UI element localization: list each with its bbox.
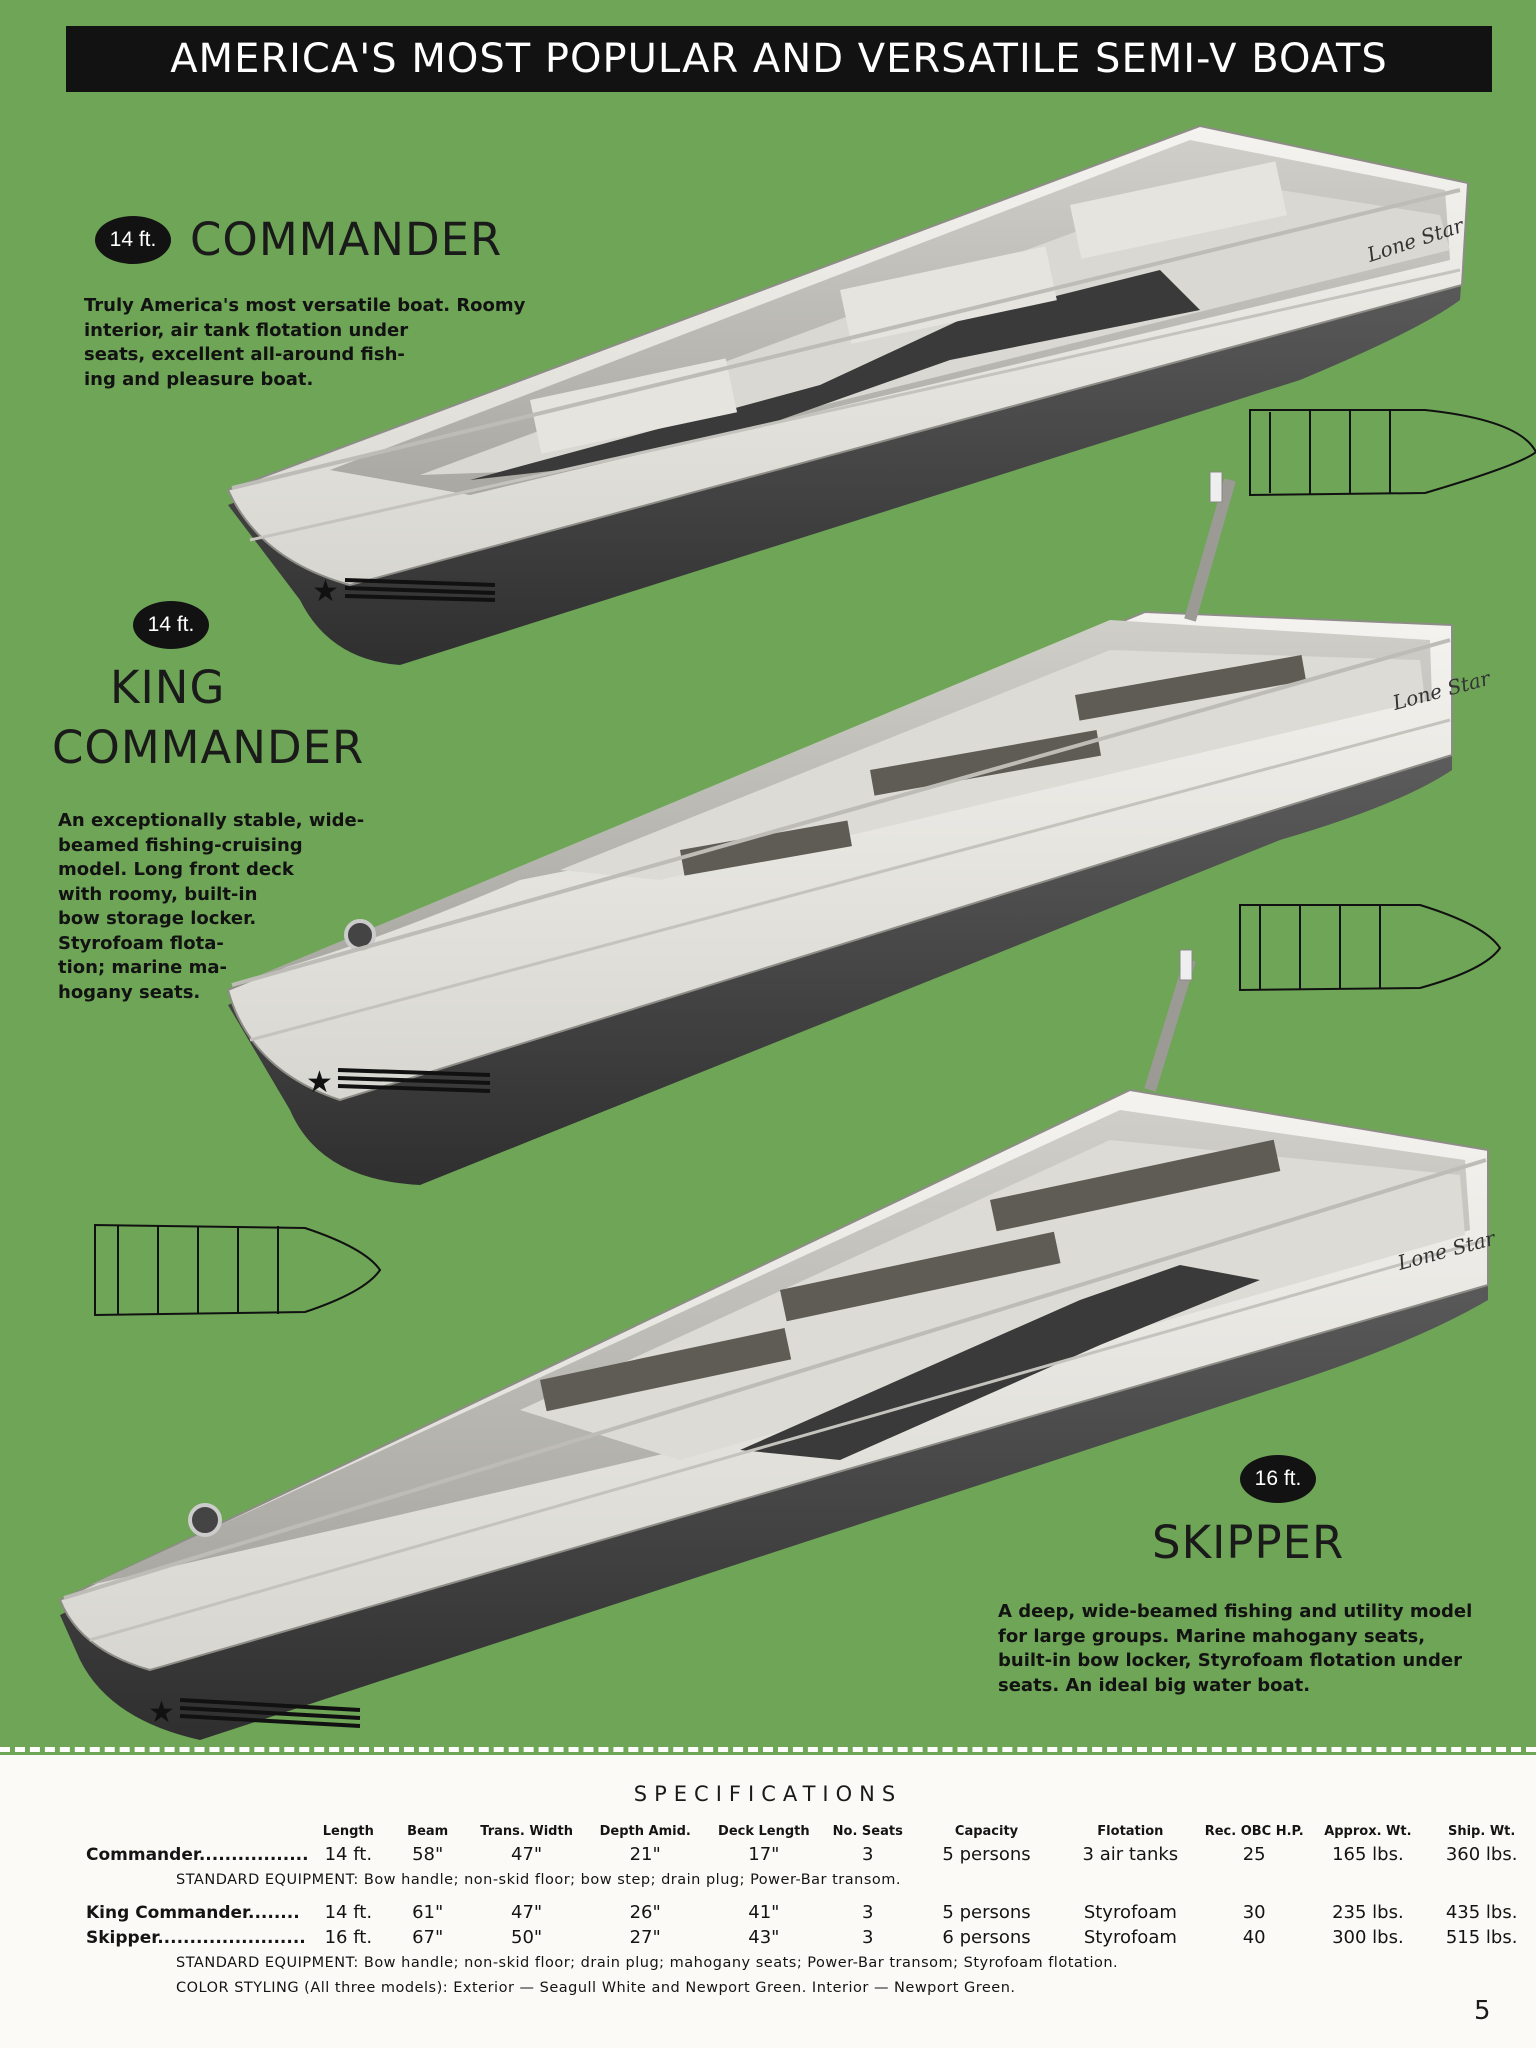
specifications-header-row: Length Beam Trans. Width Depth Amid. Dec… [86, 1820, 1536, 1842]
king-commander-boat-image: Lone Star ★ [226, 471, 1494, 1185]
title-banner: AMERICA'S MOST POPULAR AND VERSATILE SEM… [66, 26, 1492, 92]
col-trans-width: Trans. Width [480, 1823, 573, 1839]
col-beam: Beam [407, 1823, 449, 1839]
star-icon: ★ [148, 1695, 175, 1730]
color-styling-note: COLOR STYLING (All three models): Exteri… [176, 1979, 1016, 1996]
col-length: Length [322, 1823, 374, 1839]
commander-description: Truly America's most versatile boat. Roo… [84, 295, 526, 390]
equipment-note-commander: STANDARD EQUIPMENT: Bow handle; non-skid… [176, 1871, 901, 1888]
col-hp: Rec. OBC H.P. [1204, 1823, 1304, 1839]
col-depth: Depth Amid. [599, 1823, 691, 1839]
equipment-note-others: STANDARD EQUIPMENT: Bow handle; non-skid… [176, 1954, 1119, 1971]
col-ship-wt: Ship. Wt. [1447, 1823, 1516, 1839]
king-commander-title: KING COMMANDER [52, 661, 365, 774]
commander-title: COMMANDER [190, 213, 503, 266]
col-deck-length: Deck Length [718, 1823, 810, 1839]
skipper-length-badge: 16 ft. [1240, 1455, 1316, 1503]
col-flotation: Flotation [1097, 1823, 1164, 1839]
table-row: Commander................. 14 ft. 58" 47… [86, 1844, 1518, 1865]
commander-plan-diagram [1249, 409, 1536, 497]
commander-length-badge: 14 ft. [95, 216, 171, 264]
commander-boat-image: Lone Star ★ [226, 124, 1470, 665]
king-commander-description: An exceptionally stable, wide- beamed fi… [58, 810, 365, 1003]
star-icon: ★ [306, 1065, 333, 1100]
specifications-heading: SPECIFICATIONS [633, 1782, 903, 1806]
page-title: AMERICA'S MOST POPULAR AND VERSATILE SEM… [170, 36, 1388, 82]
skipper-description: A deep, wide-beamed fishing and utility … [998, 1601, 1473, 1696]
king-commander-plan-diagram [1239, 904, 1502, 992]
page-number: 5 [1474, 1996, 1491, 2026]
king-commander-length-badge: 14 ft. [133, 601, 209, 649]
specifications-table: Length Beam Trans. Width Depth Amid. Dec… [86, 1820, 1536, 2000]
col-approx-wt: Approx. Wt. [1324, 1823, 1412, 1839]
skipper-boat-image: Lone Star ★ [58, 949, 1499, 1740]
dashed-divider [0, 1747, 1536, 1752]
boat-illustrations: Lone Star ★ Lone Star ★ [58, 124, 1536, 1740]
star-icon: ★ [312, 574, 339, 609]
table-row: King Commander........ 14 ft. 61" 47" 26… [86, 1902, 1518, 1923]
skipper-title: SKIPPER [1152, 1516, 1345, 1569]
skipper-plan-diagram [94, 1223, 382, 1317]
table-row: Skipper....................... 16 ft. 67… [86, 1927, 1518, 1948]
col-capacity: Capacity [954, 1823, 1019, 1839]
col-seats: No. Seats [832, 1823, 903, 1839]
